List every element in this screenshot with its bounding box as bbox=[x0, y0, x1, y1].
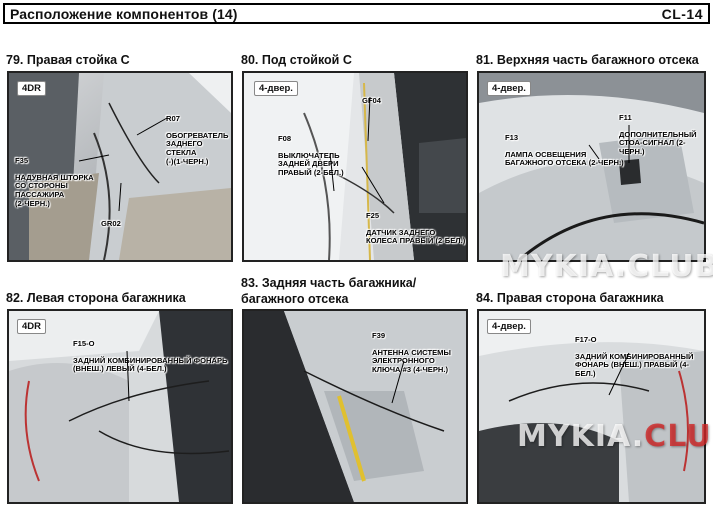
label-F15-O: F15-O ЗАДНИЙ КОМБИНИРОВАННЫЙ ФОНАРЬ (ВНЕ… bbox=[73, 331, 227, 383]
label-F25-code: F25 bbox=[366, 210, 380, 220]
label-R07: R07 ОБОГРЕВАТЕЛЬ ЗАДНЕГО СТЕКЛА (-)(1-ЧЕ… bbox=[166, 106, 231, 175]
section-79-photo: 4DR R07 ОБОГРЕВАТЕЛЬ ЗАДНЕГО СТЕКЛА (-)(… bbox=[7, 71, 233, 262]
photo-79-illustration bbox=[9, 73, 231, 260]
label-F17-O-code: F17-O bbox=[575, 334, 597, 344]
photo-82-tag: 4DR bbox=[17, 319, 47, 334]
photo-81-illustration bbox=[479, 73, 704, 260]
label-F08: F08 ВЫКЛЮЧАТЕЛЬ ЗАДНЕЙ ДВЕРИ ПРАВЫЙ (2-Б… bbox=[278, 126, 344, 186]
label-F39-text: АНТЕННА СИСТЕМЫ ЭЛЕКТРОННОГО КЛЮЧА #3 (4… bbox=[372, 347, 451, 374]
label-F11: F11 ДОПОЛНИТЕЛЬНЫЙ СТОА-СИГНАЛ (2-ЧЕРН.) bbox=[619, 105, 704, 165]
photo-80-tag: 4-двер. bbox=[254, 81, 298, 96]
photo-83-illustration bbox=[244, 311, 466, 502]
page-title: Расположение компонентов (14) bbox=[10, 6, 238, 22]
label-F11-text: ДОПОЛНИТЕЛЬНЫЙ СТОА-СИГНАЛ (2-ЧЕРН.) bbox=[619, 129, 697, 156]
label-F08-code: F08 bbox=[278, 133, 292, 143]
photo-84-tag: 4-двер. bbox=[487, 319, 531, 334]
label-R07-code: R07 bbox=[166, 113, 180, 123]
section-83-photo: F39 АНТЕННА СИСТЕМЫ ЭЛЕКТРОННОГО КЛЮЧА #… bbox=[242, 309, 468, 504]
photo-79-tag: 4DR bbox=[17, 81, 47, 96]
section-82-title: 82. Левая сторона багажника bbox=[6, 291, 186, 305]
label-F08-text: ВЫКЛЮЧАТЕЛЬ ЗАДНЕЙ ДВЕРИ ПРАВЫЙ (2-БЕЛ.) bbox=[278, 150, 344, 177]
section-82-photo: 4DR F15-O ЗАДНИЙ КОМБИНИРОВАННЫЙ ФОНАРЬ … bbox=[7, 309, 233, 504]
label-F15-O-text: ЗАДНИЙ КОМБИНИРОВАННЫЙ ФОНАРЬ (ВНЕШ.) ЛЕ… bbox=[73, 355, 228, 374]
page-header: Расположение компонентов (14) CL-14 bbox=[3, 3, 710, 24]
label-R07-text: ОБОГРЕВАТЕЛЬ ЗАДНЕГО СТЕКЛА (-)(1-ЧЕРН.) bbox=[166, 130, 229, 166]
section-84-title: 84. Правая сторона багажника bbox=[476, 291, 664, 305]
label-GF04: GF04 bbox=[362, 88, 381, 114]
photo-80-illustration bbox=[244, 73, 466, 260]
label-GF04-code: GF04 bbox=[362, 95, 381, 105]
label-GR02: GR02 bbox=[101, 211, 121, 237]
label-F11-code: F11 bbox=[619, 112, 632, 122]
photo-82-illustration bbox=[9, 311, 231, 502]
watermark-top: MYKIA.CLUB bbox=[500, 249, 713, 284]
label-GR02-code: GR02 bbox=[101, 218, 121, 228]
section-81-photo: 4-двер. F11 ДОПОЛНИТЕЛЬНЫЙ СТОА-СИГНАЛ (… bbox=[477, 71, 706, 262]
section-84-photo: 4-двер. F17-O ЗАДНИЙ КОМБИНИРОВАННЫЙ ФОН… bbox=[477, 309, 706, 504]
section-81-title: 81. Верхняя часть багажного отсека bbox=[476, 53, 699, 67]
section-83-title: 83. Задняя часть багажника/ багажного от… bbox=[241, 276, 417, 306]
label-F17-O: F17-O ЗАДНИЙ КОМБИНИРОВАННЫЙ ФОНАРЬ (ВНЕ… bbox=[575, 327, 704, 387]
section-80-photo: 4-двер. GF04 F08 ВЫКЛЮЧАТЕЛЬ ЗАДНЕЙ ДВЕР… bbox=[242, 71, 468, 262]
label-F13: F13 ЛАМПА ОСВЕЩЕНИЯ БАГАЖНОГО ОТСЕКА (2-… bbox=[505, 125, 624, 177]
watermark-bottom: MYKIA.CLUB bbox=[517, 419, 713, 454]
label-F39: F39 АНТЕННА СИСТЕМЫ ЭЛЕКТРОННОГО КЛЮЧА #… bbox=[372, 323, 451, 383]
watermark-top-main: MYKIA.CLUB bbox=[500, 249, 713, 284]
label-F35-text: НАДУВНАЯ ШТОРКА СО СТОРОНЫ ПАССАЖИРА (2-… bbox=[15, 172, 94, 208]
section-80-title: 80. Под стойкой С bbox=[241, 53, 352, 67]
watermark-bottom-main: MYKIA. bbox=[517, 419, 645, 454]
label-F35: F35 НАДУВНАЯ ШТОРКА СО СТОРОНЫ ПАССАЖИРА… bbox=[15, 148, 94, 217]
label-F13-text: ЛАМПА ОСВЕЩЕНИЯ БАГАЖНОГО ОТСЕКА (2-ЧЕРН… bbox=[505, 149, 624, 168]
label-F15-O-code: F15-O bbox=[73, 338, 95, 348]
page-code: CL-14 bbox=[661, 6, 703, 22]
label-F39-code: F39 bbox=[372, 330, 386, 340]
label-F17-O-text: ЗАДНИЙ КОМБИНИРОВАННЫЙ ФОНАРЬ (ВНЕШ.) ПР… bbox=[575, 351, 694, 378]
photo-81-tag: 4-двер. bbox=[487, 81, 531, 96]
section-79-title: 79. Правая стойка С bbox=[6, 53, 130, 67]
label-F25-text: ДАТЧИК ЗАДНЕГО КОЛЕСА ПРАВЫЙ (2-БЕЛ.) bbox=[366, 227, 466, 246]
label-F13-code: F13 bbox=[505, 132, 519, 142]
photo-84-illustration bbox=[479, 311, 704, 502]
label-F25: F25 ДАТЧИК ЗАДНЕГО КОЛЕСА ПРАВЫЙ (2-БЕЛ.… bbox=[366, 203, 465, 255]
watermark-bottom-accent: CLUB bbox=[644, 419, 713, 454]
label-F35-code: F35 bbox=[15, 155, 29, 165]
